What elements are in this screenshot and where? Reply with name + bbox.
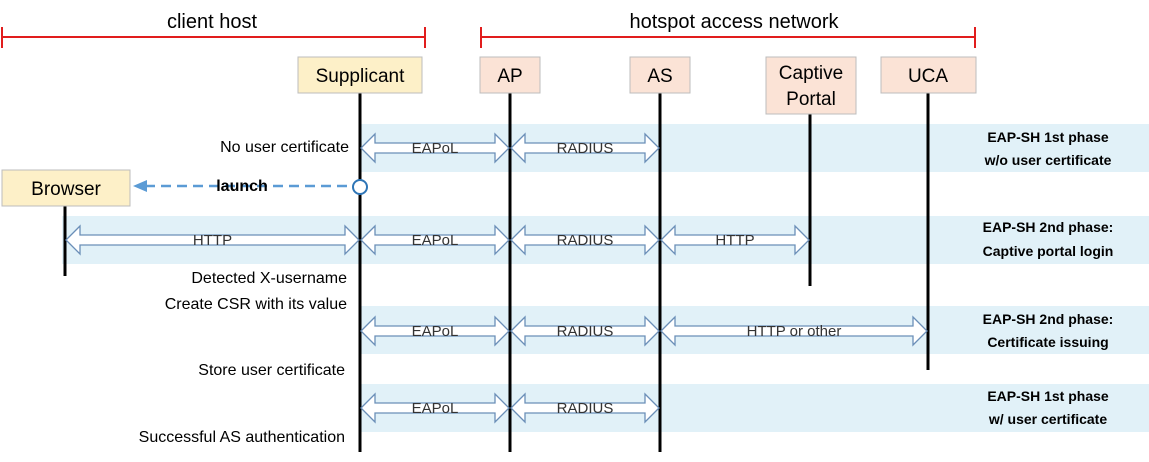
phase-1-line2: w/o user certificate xyxy=(984,152,1112,168)
svg-text:Portal: Portal xyxy=(786,89,836,110)
client-host-label: client host xyxy=(167,11,257,33)
supplicant-box: Supplicant xyxy=(297,56,423,94)
radius-arrow-1-label: RADIUS xyxy=(557,140,614,157)
phase-4-line1: EAP-SH 1st phase xyxy=(987,388,1109,404)
radius-arrow-3 xyxy=(510,315,660,347)
http-arrow-browser-label: HTTP xyxy=(193,232,232,249)
note-no-user-certificate: No user certificate xyxy=(220,139,349,156)
radius-arrow-4-label: RADIUS xyxy=(557,400,614,417)
phase-4-line2: w/ user certificate xyxy=(988,411,1107,427)
hotspot-network-label: hotspot access network xyxy=(630,11,840,33)
phase-2-line1: EAP-SH 2nd phase: xyxy=(983,219,1114,235)
http-arrow-portal xyxy=(660,224,810,256)
note-create-csr: Create CSR with its value xyxy=(165,296,347,313)
eapol-arrow-1 xyxy=(360,132,510,164)
as-box: AS xyxy=(629,56,691,94)
http-arrow-browser xyxy=(65,224,360,256)
http-or-other-arrow-label: HTTP or other xyxy=(747,323,842,340)
eapol-arrow-2 xyxy=(360,224,510,256)
eapol-arrow-4-label: EAPoL xyxy=(412,400,459,417)
radius-arrow-3-label: RADIUS xyxy=(557,323,614,340)
note-successful-as-authentication: Successful AS authentication xyxy=(139,429,345,446)
phase-3-line2: Certificate issuing xyxy=(987,334,1108,350)
http-or-other-arrow xyxy=(660,315,928,347)
client-host-bracket xyxy=(1,27,426,48)
svg-text:UCA: UCA xyxy=(908,66,948,87)
launch-label: launch xyxy=(216,178,268,195)
http-arrow-portal-label: HTTP xyxy=(715,232,754,249)
uca-box: UCA xyxy=(880,56,977,94)
note-store-user-certificate: Store user certificate xyxy=(198,362,345,379)
eapol-arrow-1-label: EAPoL xyxy=(412,140,459,157)
message-arrows: EAPoL RADIUS HTTP EAPoL RADIUS HTTP EAPoL RADIU… xyxy=(65,132,928,424)
captive-portal-box: Captive Portal xyxy=(765,56,857,115)
phase-2-line2: Captive portal login xyxy=(983,243,1114,259)
eapol-arrow-3-label: EAPoL xyxy=(412,323,459,340)
hotspot-network-bracket xyxy=(480,27,976,48)
svg-text:Captive: Captive xyxy=(779,63,843,84)
browser-box: Browser xyxy=(1,169,131,207)
eapol-arrow-3 xyxy=(360,315,510,347)
svg-text:Supplicant: Supplicant xyxy=(316,66,405,87)
phase-1-line1: EAP-SH 1st phase xyxy=(987,129,1109,145)
eapol-arrow-4 xyxy=(360,392,510,424)
ap-box: AP xyxy=(479,56,541,94)
svg-text:AS: AS xyxy=(647,66,672,87)
note-detected-x-username: Detected X-username xyxy=(191,270,347,287)
radius-arrow-1 xyxy=(510,132,660,164)
phase-3-line1: EAP-SH 2nd phase: xyxy=(983,311,1114,327)
radius-arrow-2-label: RADIUS xyxy=(557,232,614,249)
radius-arrow-2 xyxy=(510,224,660,256)
svg-text:Browser: Browser xyxy=(31,179,101,200)
launch-arrow xyxy=(133,179,368,195)
svg-text:AP: AP xyxy=(497,66,522,87)
radius-arrow-4 xyxy=(510,392,660,424)
eapol-arrow-2-label: EAPoL xyxy=(412,232,459,249)
